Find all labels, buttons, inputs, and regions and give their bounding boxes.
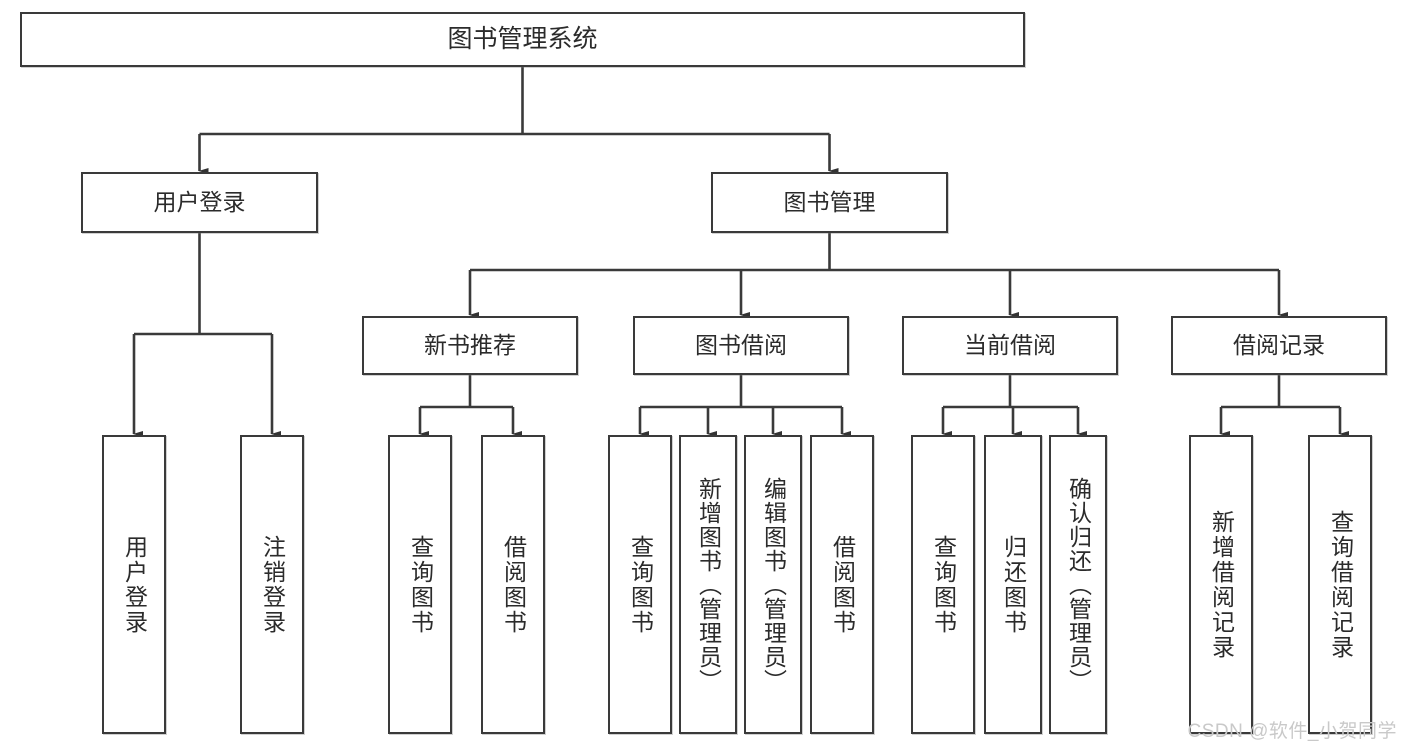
node-leaf-add-record[interactable]: 新增借阅记录	[1189, 435, 1253, 734]
node-leaf-query-book-3[interactable]: 查询图书	[911, 435, 975, 734]
node-label-book-borrow: 图书借阅	[695, 331, 787, 358]
node-label-leaf-borrow-book-2: 借阅图书	[829, 534, 856, 635]
node-label-leaf-add-record: 新增借阅记录	[1208, 509, 1235, 660]
node-leaf-edit-book[interactable]: 编辑图书（管理员）	[744, 435, 802, 734]
edges-group	[132, 67, 1349, 437]
node-label-book-manage: 图书管理	[783, 188, 876, 215]
node-new-book-rec[interactable]: 新书推荐	[362, 316, 578, 375]
node-label-user-login: 用户登录	[153, 188, 246, 215]
node-leaf-user-login[interactable]: 用户登录	[102, 435, 166, 734]
node-leaf-confirm-return[interactable]: 确认归还（管理员）	[1049, 435, 1107, 734]
node-leaf-borrow-book-2[interactable]: 借阅图书	[810, 435, 874, 734]
node-leaf-query-record[interactable]: 查询借阅记录	[1308, 435, 1372, 734]
node-root[interactable]: 图书管理系统	[20, 12, 1025, 67]
node-label-leaf-return-book: 归还图书	[1000, 534, 1027, 635]
node-label-leaf-user-login: 用户登录	[121, 534, 148, 635]
node-book-borrow[interactable]: 图书借阅	[633, 316, 849, 375]
node-label-leaf-confirm-return: 确认归还（管理员）	[1065, 476, 1092, 693]
node-label-root: 图书管理系统	[447, 24, 598, 53]
node-leaf-query-book-1[interactable]: 查询图书	[388, 435, 452, 734]
node-leaf-add-book[interactable]: 新增图书（管理员）	[679, 435, 737, 734]
node-label-leaf-query-book-1: 查询图书	[407, 534, 434, 635]
node-leaf-query-book-2[interactable]: 查询图书	[608, 435, 672, 734]
node-leaf-return-book[interactable]: 归还图书	[984, 435, 1042, 734]
node-label-leaf-user-logout: 注销登录	[259, 534, 286, 635]
node-label-leaf-query-book-2: 查询图书	[627, 534, 654, 635]
node-label-leaf-query-book-3: 查询图书	[930, 534, 957, 635]
node-label-new-book-rec: 新书推荐	[424, 331, 516, 358]
node-label-leaf-borrow-book-1: 借阅图书	[500, 534, 527, 635]
csdn-watermark: CSDN @软件_小贺同学	[1187, 721, 1397, 742]
node-book-manage[interactable]: 图书管理	[711, 172, 948, 233]
node-leaf-user-logout[interactable]: 注销登录	[240, 435, 304, 734]
node-borrow-record[interactable]: 借阅记录	[1171, 316, 1387, 375]
node-current-borrow[interactable]: 当前借阅	[902, 316, 1118, 375]
node-user-login[interactable]: 用户登录	[81, 172, 318, 233]
node-label-current-borrow: 当前借阅	[964, 331, 1056, 358]
node-label-borrow-record: 借阅记录	[1233, 331, 1325, 358]
node-label-leaf-query-record: 查询借阅记录	[1327, 509, 1354, 660]
node-leaf-borrow-book-1[interactable]: 借阅图书	[481, 435, 545, 734]
node-label-leaf-add-book: 新增图书（管理员）	[695, 476, 722, 693]
node-label-leaf-edit-book: 编辑图书（管理员）	[760, 476, 787, 693]
